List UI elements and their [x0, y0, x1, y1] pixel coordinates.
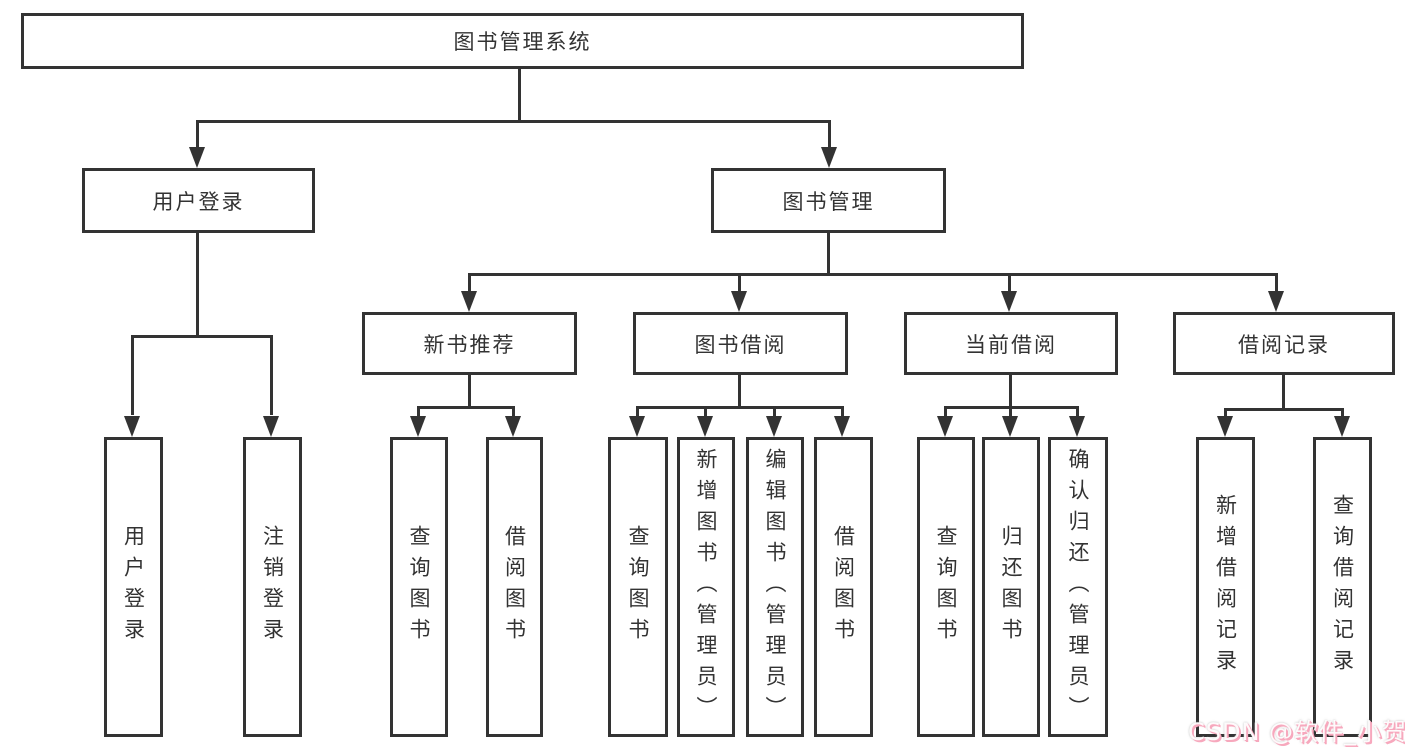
- connector-root-stem: [518, 69, 521, 120]
- arrow-down-icon: [461, 291, 477, 312]
- connector-drop-records: [1275, 273, 1278, 291]
- connector-drop: [1076, 406, 1079, 417]
- connector-recommend-stem: [468, 375, 471, 406]
- connector-recommend-rail: [417, 406, 515, 409]
- connector-root-rail: [196, 120, 831, 123]
- connector-books-stem: [827, 233, 830, 273]
- arrow-down-icon: [1334, 416, 1350, 437]
- node-book-borrow: 图书借阅: [633, 312, 848, 375]
- node-library-management-system: 图书管理系统: [21, 13, 1024, 69]
- connector-current-stem: [1009, 375, 1012, 406]
- leaf-records-query-record: 查询借阅记录: [1313, 437, 1372, 737]
- leaf-recommend-query-book: 查询图书: [390, 437, 448, 737]
- connector-drop-logout-leaf: [270, 335, 273, 415]
- arrow-down-icon: [1217, 416, 1233, 437]
- connector-drop: [636, 406, 639, 417]
- connector-drop-user-login-leaf: [131, 335, 134, 415]
- connector-borrow-stem: [738, 375, 741, 406]
- connector-records-stem: [1282, 375, 1285, 408]
- leaf-current-query-book: 查询图书: [917, 437, 975, 737]
- leaf-borrow-edit-book-admin: 编辑图书（管理员）: [746, 437, 804, 737]
- arrow-down-icon: [1002, 416, 1018, 437]
- connector-drop: [1224, 408, 1227, 417]
- arrow-down-icon: [1268, 291, 1284, 312]
- csdn-watermark: CSDN @软件_小贺同学: [1188, 718, 1405, 746]
- connector-drop: [704, 406, 707, 417]
- connector-drop: [512, 406, 515, 417]
- node-borrow-records: 借阅记录: [1173, 312, 1395, 375]
- arrow-down-icon: [124, 416, 140, 437]
- arrow-down-icon: [731, 291, 747, 312]
- connector-drop-book-management: [828, 120, 831, 148]
- connector-drop: [841, 406, 844, 417]
- leaf-borrow-borrow-book: 借阅图书: [814, 437, 873, 737]
- connector-records-rail: [1224, 408, 1344, 411]
- arrow-down-icon: [263, 416, 279, 437]
- leaf-logout: 注销登录: [243, 437, 302, 737]
- connector-drop: [1341, 408, 1344, 417]
- arrow-down-icon: [1001, 291, 1017, 312]
- connector-drop-borrow: [738, 273, 741, 291]
- connector-drop-recommend: [468, 273, 471, 291]
- leaf-user-login: 用户登录: [104, 437, 163, 737]
- node-new-book-recommend: 新书推荐: [362, 312, 577, 375]
- connector-drop-current: [1008, 273, 1011, 291]
- arrow-down-icon: [1069, 416, 1085, 437]
- connector-user-rail: [131, 335, 273, 338]
- arrow-down-icon: [629, 416, 645, 437]
- connector-user-stem: [196, 233, 199, 335]
- arrow-down-icon: [189, 147, 205, 168]
- leaf-current-return-book: 归还图书: [982, 437, 1040, 737]
- leaf-borrow-add-book-admin: 新增图书（管理员）: [677, 437, 735, 737]
- arrow-down-icon: [410, 416, 426, 437]
- connector-drop: [773, 406, 776, 417]
- connector-drop: [1009, 406, 1012, 417]
- leaf-records-add-record: 新增借阅记录: [1196, 437, 1255, 737]
- connector-books-rail: [468, 273, 1278, 276]
- arrow-down-icon: [834, 416, 850, 437]
- leaf-borrow-query-book: 查询图书: [608, 437, 668, 737]
- leaf-current-confirm-return-admin: 确认归还（管理员）: [1048, 437, 1108, 737]
- arrow-down-icon: [505, 416, 521, 437]
- node-book-management: 图书管理: [711, 168, 946, 233]
- connector-drop: [944, 406, 947, 417]
- arrow-down-icon: [697, 416, 713, 437]
- connector-drop-user-login: [196, 120, 199, 148]
- leaf-recommend-borrow-book: 借阅图书: [486, 437, 543, 737]
- arrow-down-icon: [821, 147, 837, 168]
- node-current-borrow: 当前借阅: [904, 312, 1118, 375]
- arrow-down-icon: [937, 416, 953, 437]
- connector-borrow-rail: [636, 406, 844, 409]
- node-user-login: 用户登录: [82, 168, 315, 233]
- connector-drop: [417, 406, 420, 417]
- arrow-down-icon: [766, 416, 782, 437]
